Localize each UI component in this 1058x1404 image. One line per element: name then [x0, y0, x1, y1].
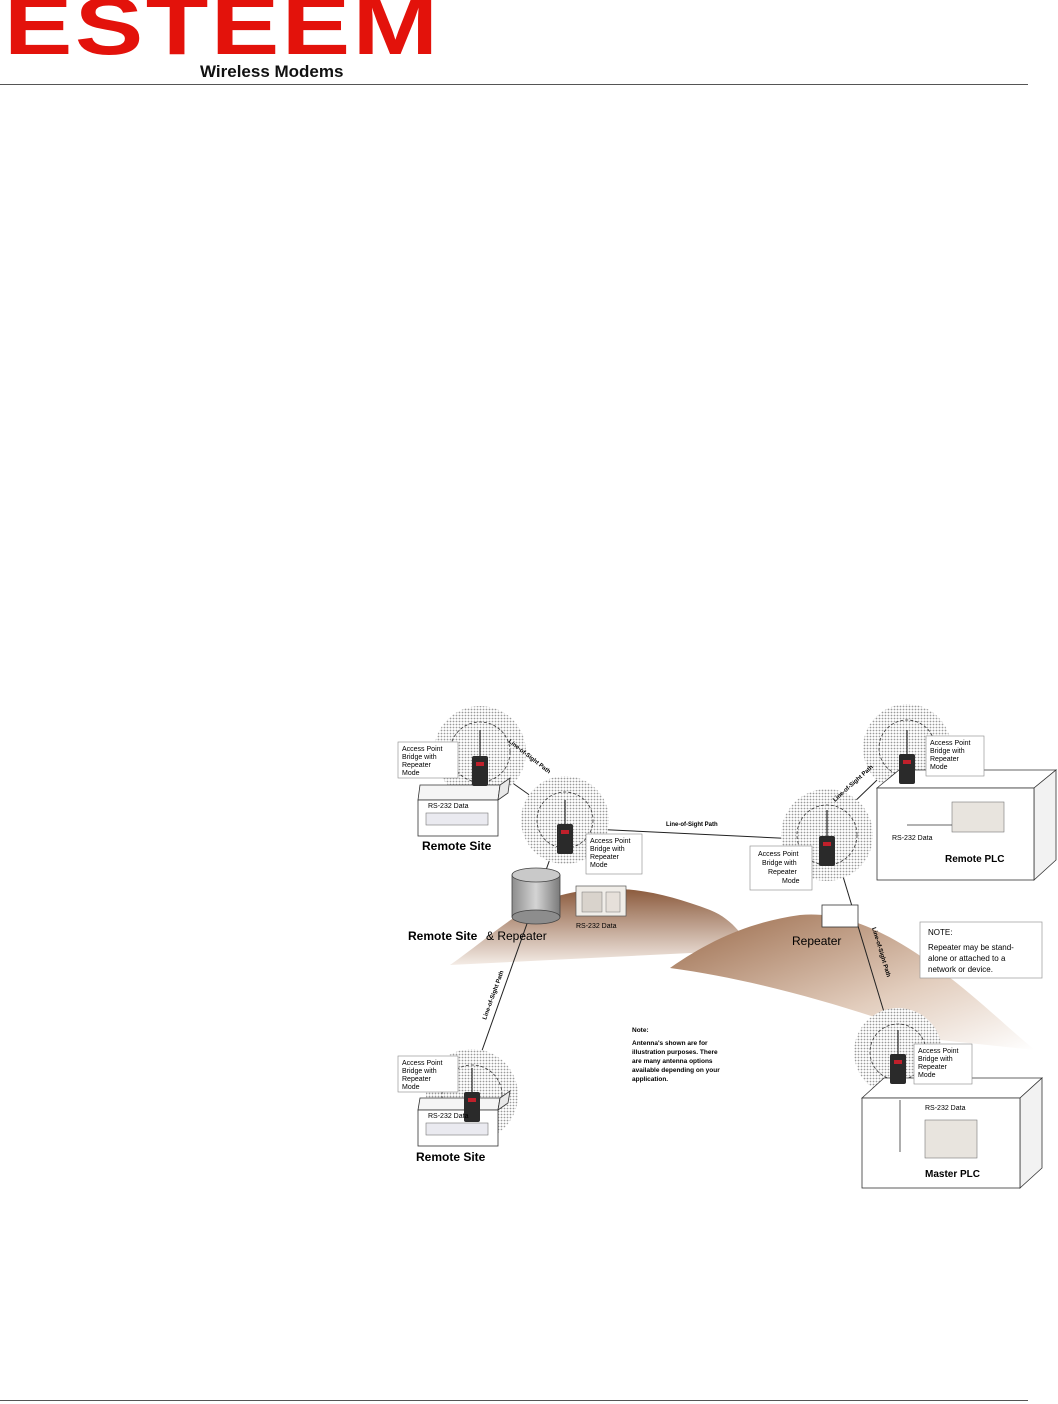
diagram-text: Repeater	[402, 1076, 431, 1083]
diagram-text: are many antenna options	[632, 1058, 713, 1065]
diagram-text: Repeater	[402, 762, 431, 769]
diagram-text: Repeater	[768, 869, 797, 876]
diagram-text: Bridge with	[402, 1068, 437, 1075]
hill-right	[670, 914, 1035, 1050]
radio-callout-bottom-left: Access Point Bridge with Repeater Mode	[397, 1055, 459, 1093]
label-remote-site-bottom: Remote Site	[416, 1150, 486, 1164]
rs232-label-top-left: RS-232 Data	[428, 803, 469, 810]
diagram-text: Mode	[590, 862, 608, 869]
repeater-note: NOTE: Repeater may be stand- alone or at…	[919, 921, 1043, 979]
footer-divider	[0, 1400, 1028, 1401]
plc-device-left-hill	[575, 885, 627, 917]
radio-callout-bottom-right: Access Point Bridge with Repeater Mode	[913, 1043, 973, 1085]
radio-bottom-right	[890, 1030, 906, 1084]
rs232-label-left-hill: RS-232 Data	[576, 923, 617, 930]
logo-wordmark: ESTEEM	[4, 0, 441, 72]
diagram-text: Mode	[918, 1072, 936, 1079]
label-remote-site-repeater-b: & Repeater	[486, 929, 547, 943]
logo-subtitle: Wireless Modems	[200, 62, 344, 81]
path-label-center: Line-of-Sight Path	[666, 822, 718, 828]
diagram-text: Repeater	[930, 756, 959, 763]
diagram-text: Mode	[402, 770, 420, 777]
diagram-text: available depending on your	[632, 1067, 720, 1074]
diagram-text: network or device.	[928, 965, 993, 974]
diagram-text: Access Point	[918, 1048, 959, 1055]
diagram-text: Access Point	[402, 746, 443, 753]
radio-top-right	[899, 730, 915, 784]
diagram-text: illustration purposes. There	[632, 1049, 718, 1056]
diagram-text: Mode	[930, 764, 948, 771]
repeater-enclosure	[821, 904, 859, 928]
header-divider	[0, 84, 1028, 85]
diagram-text: Repeater may be stand-	[928, 943, 1014, 952]
radio-callout-top-right: Access Point Bridge with Repeater Mode	[925, 735, 985, 777]
diagram-text: Note:	[632, 1027, 649, 1034]
diagram-text: Bridge with	[918, 1056, 953, 1063]
diagram-text: Access Point	[590, 838, 631, 845]
label-master-plc: Master PLC	[925, 1169, 980, 1180]
rs232-label-master-plc: RS-232 Data	[925, 1105, 966, 1112]
path-label-left-bottom: Line-of-Sight Path	[482, 970, 505, 1021]
diagram-text: Access Point	[402, 1060, 443, 1067]
diagram-text: Access Point	[758, 851, 799, 858]
label-remote-site-top: Remote Site	[422, 839, 492, 853]
los-path-center	[569, 827, 821, 841]
diagram-text: Mode	[782, 878, 800, 885]
diagram-text: Antenna's shown are for	[632, 1040, 708, 1047]
remote-plc-enclosure	[875, 769, 1058, 881]
radio-callout-top-left: Access Point Bridge with Repeater Mode	[397, 741, 459, 779]
rs232-label-remote-plc: RS-232 Data	[892, 835, 933, 842]
hill-left	[450, 888, 752, 965]
diagram-text: application.	[632, 1076, 668, 1083]
antenna-note: Note: Antenna's shown are for illustrati…	[632, 1027, 720, 1083]
radio-center-left	[557, 800, 573, 854]
master-plc-enclosure	[860, 1077, 1044, 1189]
diagram-text: Bridge with	[930, 748, 965, 755]
radio-bottom-left	[464, 1068, 480, 1122]
diagram-text: Bridge with	[590, 846, 625, 853]
diagram-text: Bridge with	[402, 754, 437, 761]
diagram-text: Repeater	[918, 1064, 947, 1071]
radio-callout-center-right: Access Point Bridge with Repeater Mode	[749, 845, 813, 891]
diagram-text: Mode	[402, 1084, 420, 1091]
radio-top-left	[472, 730, 488, 786]
esteem-logo: ESTEEM Wireless Modems	[4, 0, 438, 82]
storage-tank	[511, 867, 561, 925]
label-remote-site-repeater-a: Remote Site	[408, 929, 478, 943]
network-diagram: Access Point Bridge with Repeater Mode A…	[380, 690, 1058, 1200]
rs232-label-bottom-left: RS-232 Data	[428, 1113, 469, 1120]
radio-callout-center-left: Access Point Bridge with Repeater Mode	[585, 833, 643, 875]
diagram-text: Bridge with	[762, 860, 797, 867]
diagram-text: NOTE:	[928, 928, 952, 937]
diagram-text: alone or attached to a	[928, 954, 1006, 963]
label-repeater: Repeater	[792, 934, 841, 948]
label-remote-plc: Remote PLC	[945, 854, 1004, 865]
diagram-text: Access Point	[930, 740, 971, 747]
rs232-device-top-left	[417, 777, 511, 837]
radio-center-right	[819, 810, 835, 866]
diagram-text: Repeater	[590, 854, 619, 861]
